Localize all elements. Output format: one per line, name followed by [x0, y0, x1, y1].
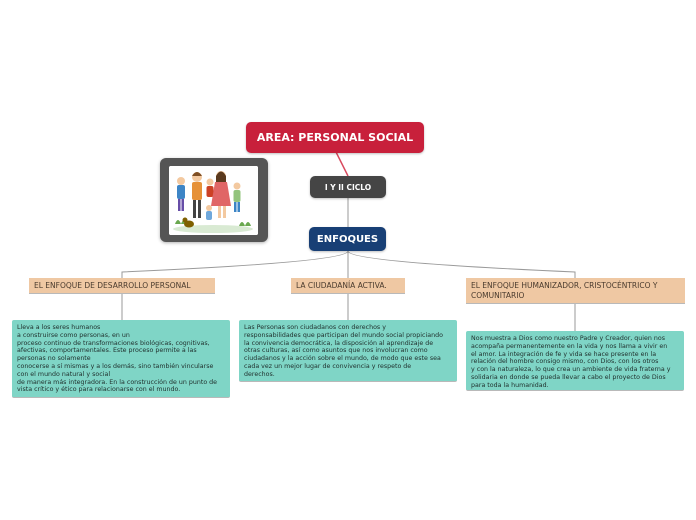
family-image-frame[interactable]	[160, 158, 268, 242]
desarrollo-personal-description[interactable]: Lleva a los seres humanos a construirse …	[12, 320, 230, 398]
root-to-ciclo-connector	[335, 151, 349, 177]
enfoque-desarrollo-personal[interactable]: EL ENFOQUE DE DESARROLLO PERSONAL	[29, 278, 215, 294]
ciudadania-activa-description[interactable]: Las Personas son ciudadanos con derechos…	[239, 320, 457, 382]
central-topic[interactable]: AREA: PERSONAL SOCIAL	[246, 122, 424, 153]
enfoque-humanizador[interactable]: EL ENFOQUE HUMANIZADOR, CRISTOCÉNTRICO Y…	[466, 278, 685, 304]
enfoques-to-branch-1-connector	[121, 250, 349, 278]
family-illustration-icon	[169, 166, 258, 235]
enfoque-ciudadania-activa[interactable]: LA CIUDADANÍA ACTIVA.	[291, 278, 405, 294]
enfoques-topic[interactable]: ENFOQUES	[309, 227, 386, 251]
ciclo-topic[interactable]: I Y II CICLO	[310, 176, 386, 198]
enfoques-to-branch-3-connector	[347, 250, 576, 278]
humanizador-description[interactable]: Nos muestra a Dios como nuestro Padre y …	[466, 331, 684, 391]
